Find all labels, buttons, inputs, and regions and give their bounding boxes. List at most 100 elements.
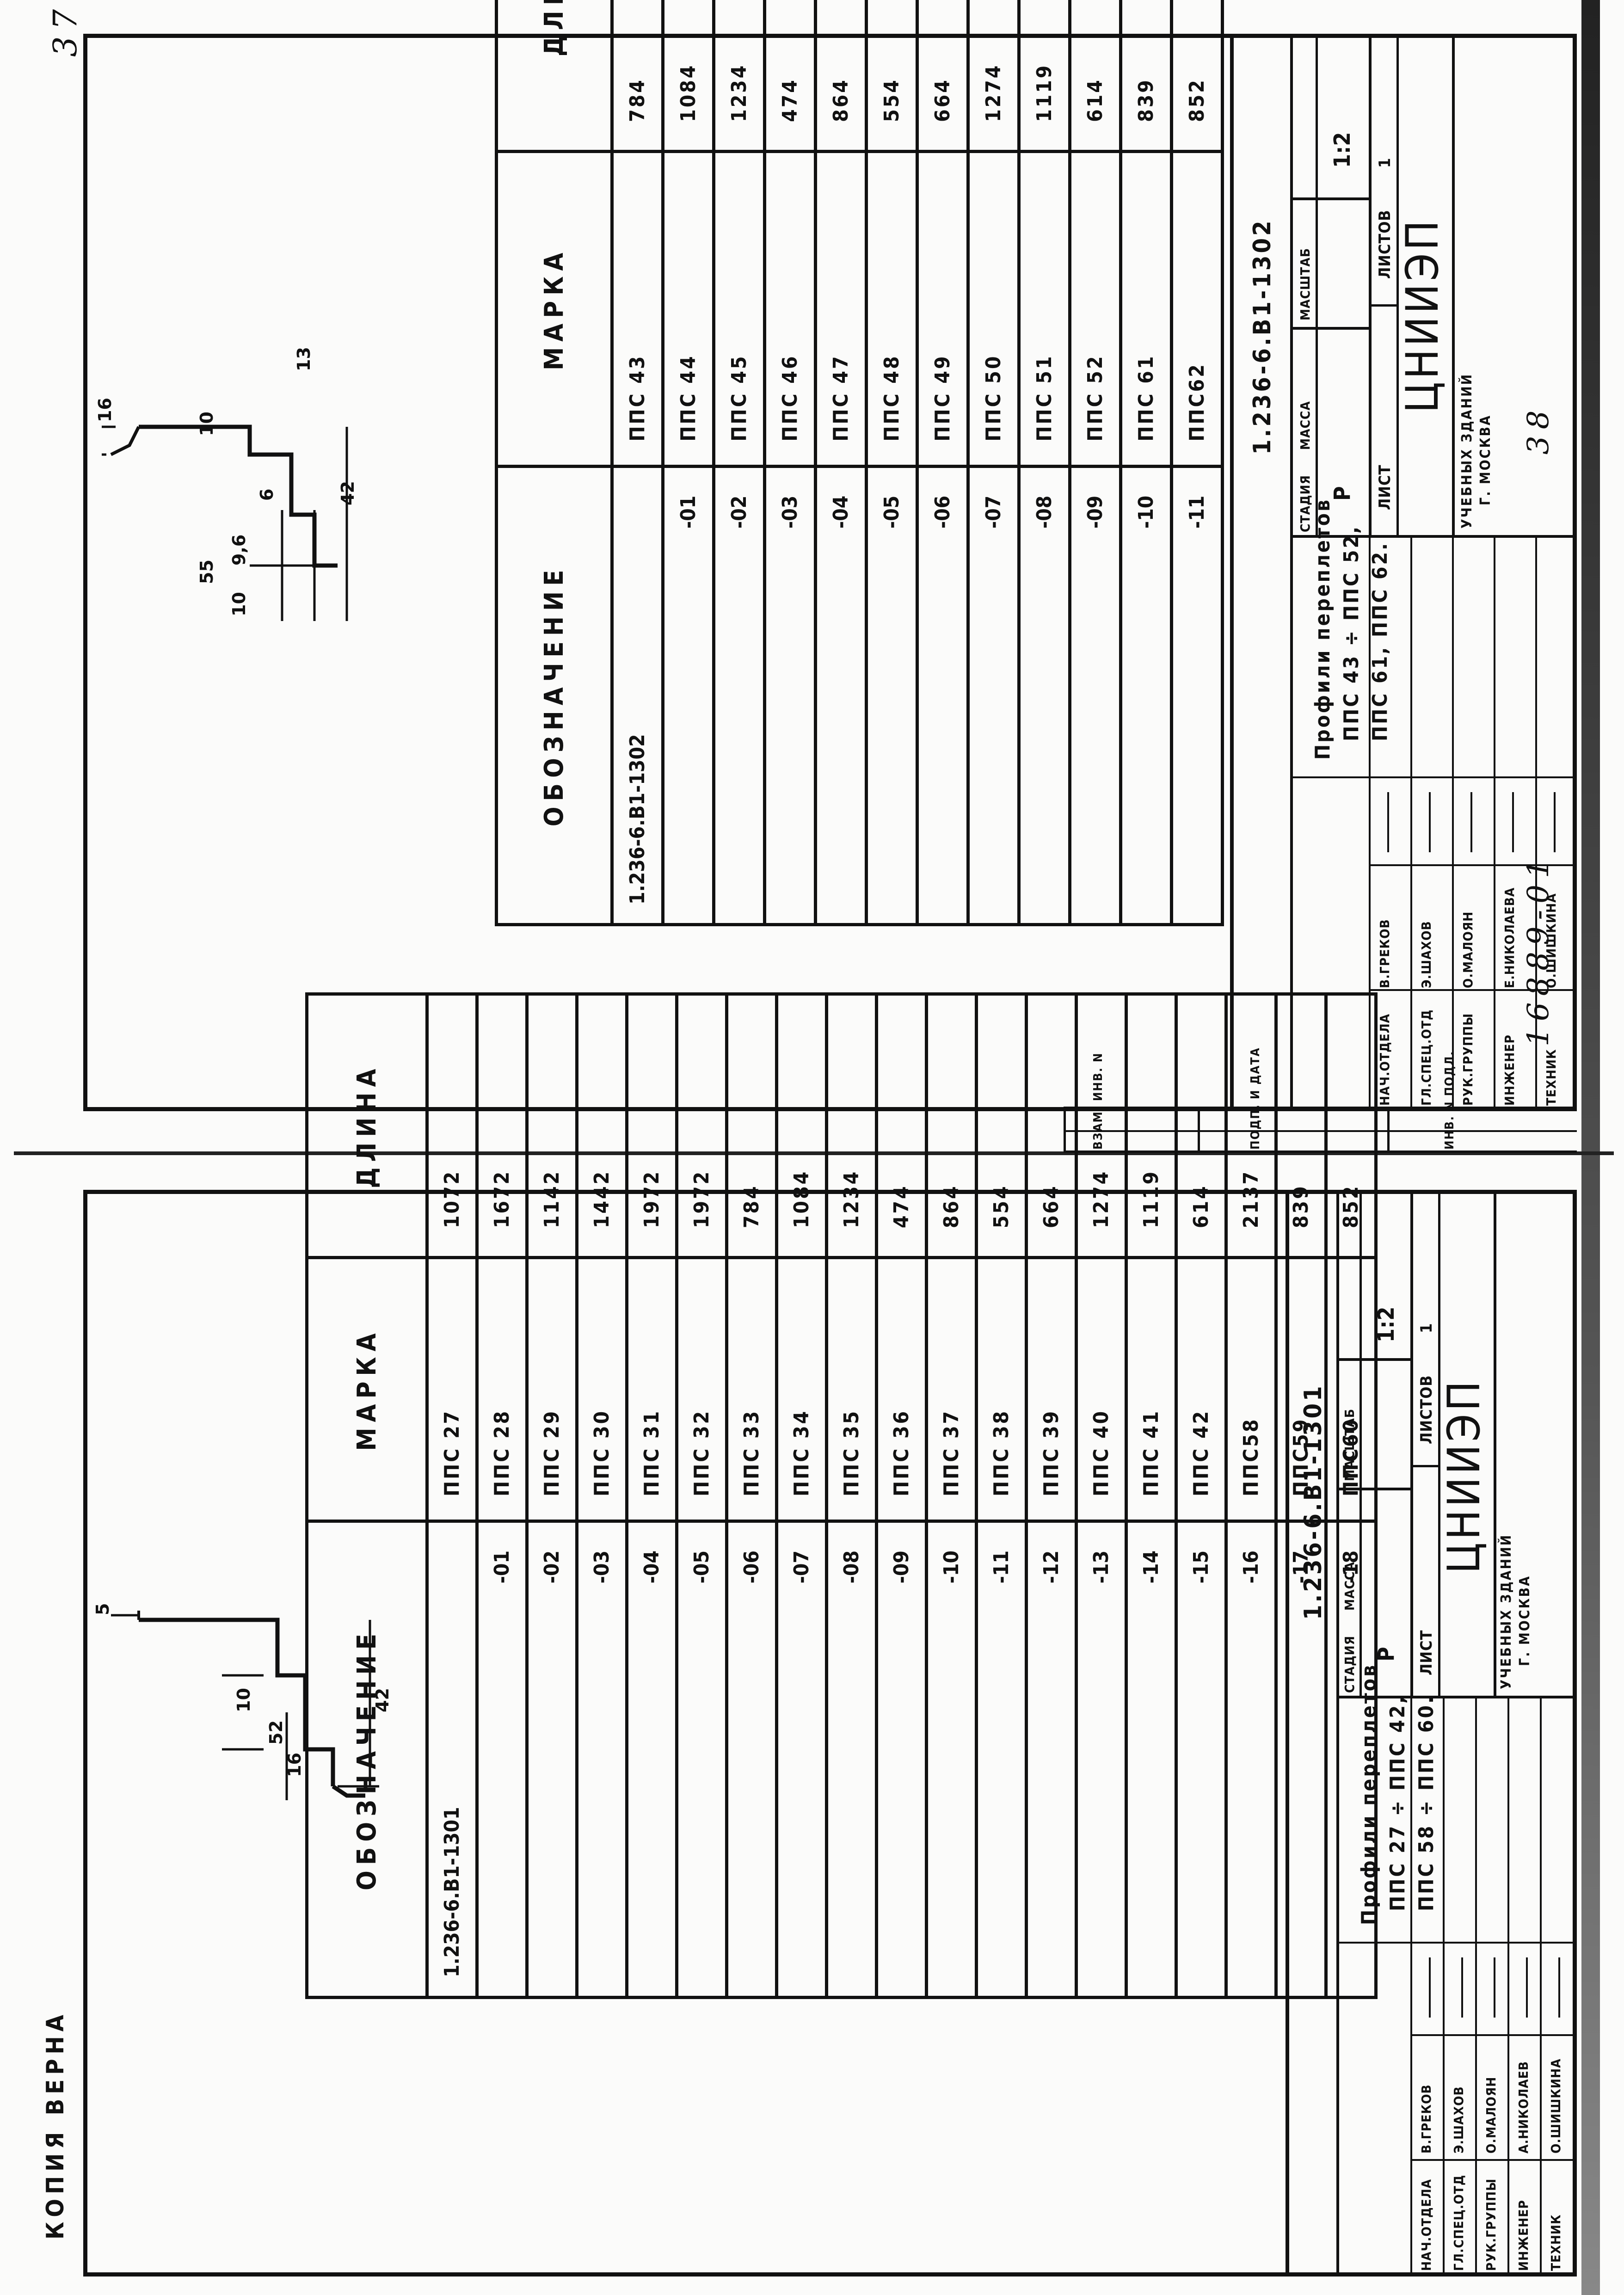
right-cell-mark: ППС 46 <box>764 151 816 467</box>
right-col-code-header: ОБОЗНАЧЕНИЕ <box>496 466 612 925</box>
left-org-name: ЦНИИЭП <box>1438 1378 1490 1574</box>
right-profile-dim-7: 13 <box>294 347 314 371</box>
left-staff-signature <box>1461 1957 1463 2018</box>
left-staff-role: РУК.ГРУППЫ <box>1483 2178 1499 2271</box>
left-staff-signature <box>1526 1957 1528 2018</box>
left-profile-dim-5: 42 <box>372 1688 393 1712</box>
copy-verified-stamp: КОПИЯ ВЕРНА <box>42 2010 69 2240</box>
left-org-sub2: Г. МОСКВА <box>1517 1575 1533 1666</box>
left-cell-mark: ППС 38 <box>976 1257 1027 1521</box>
left-cell-mark: ППС 34 <box>776 1257 827 1521</box>
right-cell-mark: ППС 43 <box>612 151 663 467</box>
right-col-mark-header: МАРКА <box>496 151 612 467</box>
left-sheet-label: ЛИСТ <box>1417 1630 1436 1675</box>
right-profile-dim-4: 9,6 <box>229 535 249 566</box>
right-org-name: ЦНИИЭП <box>1396 217 1448 413</box>
left-scale-label: МАСШТАБ <box>1342 1408 1357 1481</box>
left-stage-label: СТАДИЯ <box>1342 1635 1357 1693</box>
left-staff-signature <box>1558 1957 1560 2018</box>
right-staff-role: ГЛ.СПЕЦ.ОТД <box>1419 1009 1434 1106</box>
binding-strip <box>1581 0 1600 2295</box>
right-cell-mark: ППС 61 <box>1120 151 1172 467</box>
archive-sheet-number: 38 <box>1521 404 1556 455</box>
right-profile-dim-2: 10 <box>197 412 217 436</box>
right-staff-signature <box>1554 792 1556 852</box>
left-staff-name: В.ГРЕКОВ <box>1419 2084 1434 2153</box>
right-org-sub2: Г. МОСКВА <box>1477 414 1494 505</box>
right-cell-length: 1119 <box>1019 0 1070 152</box>
right-doc-title-1: Профили переплетов <box>1311 498 1335 760</box>
left-profile-dim-1: 5 <box>92 1603 113 1615</box>
side-label-original-inv: ИНВ. N ПОДЛ. <box>1443 1050 1457 1150</box>
right-cell-code: -07 <box>968 466 1019 925</box>
right-cell-length: 554 <box>866 0 917 152</box>
left-cell-code: -11 <box>976 1521 1027 1998</box>
left-staff-role: ГЛ.СПЕЦ.ОТД <box>1451 2174 1466 2271</box>
right-col-length-header: ДЛИНА <box>496 0 612 152</box>
right-cell-code: -01 <box>663 466 714 925</box>
left-cell-code: -01 <box>477 1521 527 1998</box>
right-cell-length: 664 <box>917 0 968 152</box>
right-stage-value: Р <box>1329 486 1355 501</box>
right-cell-code: -09 <box>1070 466 1121 925</box>
left-cell-code: -10 <box>926 1521 977 1998</box>
left-cell-mark: ППС 28 <box>477 1257 527 1521</box>
right-staff-signature <box>1470 792 1472 852</box>
left-staff-name: А.НИКОЛАЕВ <box>1516 2061 1531 2153</box>
right-stage-label: СТАДИЯ <box>1298 474 1313 532</box>
right-scale-value: 1:2 <box>1329 132 1355 168</box>
right-staff-signature <box>1429 792 1431 852</box>
left-col-code-header: ОБОЗНАЧЕНИЕ <box>307 1521 427 1998</box>
left-cell-code: -07 <box>776 1521 827 1998</box>
right-cell-length: 1234 <box>714 0 765 152</box>
left-staff-role: НАЧ.ОТДЕЛА <box>1419 2178 1434 2271</box>
left-cell-code: 1.236-6.В1-1301 <box>427 1521 477 1998</box>
left-doc-code: 1.236-6.В1-1301 <box>1299 1384 1327 1620</box>
right-org-sub1: УЧЕБНЫХ ЗДАНИЙ <box>1459 373 1475 529</box>
right-profile-dim-6: 6 <box>257 489 277 501</box>
left-cell-code: -04 <box>627 1521 677 1998</box>
right-cell-code: -11 <box>1171 466 1223 925</box>
right-profile-drawing: 16 10 55 9,6 10 6 13 42 <box>95 347 358 621</box>
right-sheets-label: ЛИСТОВ <box>1376 209 1394 279</box>
right-cell-code: -03 <box>764 466 816 925</box>
right-profile-dim-3: 55 <box>197 560 217 584</box>
left-profile-dim-3: 10 <box>234 1688 254 1712</box>
left-stage-value: Р <box>1373 1647 1399 1661</box>
right-staff-signature <box>1387 792 1389 852</box>
right-mass-label: МАССА <box>1298 400 1313 450</box>
left-cell-mark: ППС 27 <box>427 1257 477 1521</box>
left-staff-name: Э.ШАХОВ <box>1451 2086 1466 2153</box>
right-staff-signature <box>1512 792 1514 852</box>
right-doc-title-2: ППС 43 ÷ ППС 52, <box>1340 524 1363 741</box>
side-label-signature-date: ПОДП. И ДАТА <box>1249 1047 1262 1150</box>
left-cell-mark: ППС 35 <box>826 1257 877 1521</box>
right-cell-mark: ППС 45 <box>714 151 765 467</box>
left-cell-mark: ППС 41 <box>1126 1257 1176 1521</box>
left-sheets-label: ЛИСТОВ <box>1417 1375 1436 1444</box>
right-staff-name: Э.ШАХОВ <box>1419 921 1434 988</box>
left-cell-code: -02 <box>527 1521 577 1998</box>
left-staff-signature <box>1429 1957 1431 2018</box>
right-spec-table: ОБОЗНАЧЕНИЕ МАРКА ДЛИНА 1.236-6.В1-1302П… <box>495 0 1224 926</box>
left-doc-title-2: ППС 27 ÷ ППС 42, <box>1386 1694 1409 1911</box>
right-sheets-value: 1 <box>1376 157 1394 168</box>
right-cell-code: -06 <box>917 466 968 925</box>
left-cell-mark: ППС 33 <box>726 1257 777 1521</box>
right-cell-code: -05 <box>866 466 917 925</box>
